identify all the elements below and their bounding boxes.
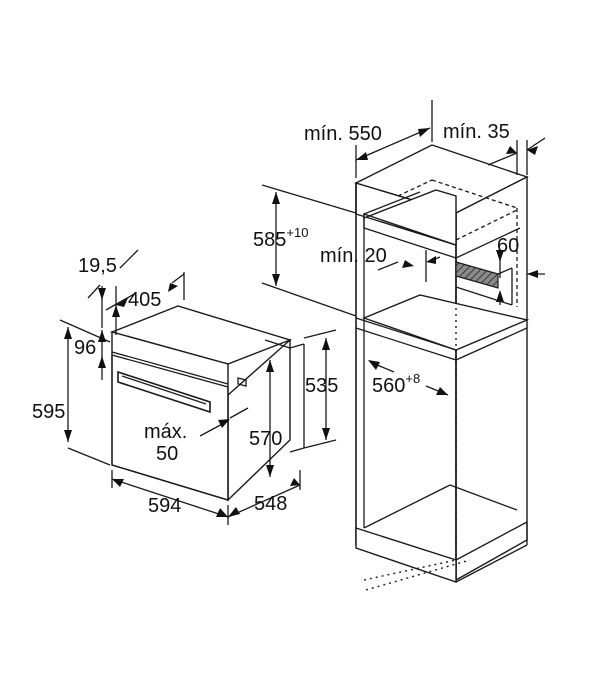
label-cabinet-min-side-gap: mín. 35	[443, 121, 510, 143]
oven-door	[111, 354, 229, 501]
label-niche-width: 560+8	[372, 371, 420, 397]
label-oven-height-front: 595	[32, 401, 65, 423]
label-front-panel-thickness: 19,5	[78, 255, 117, 277]
oven-side-panel	[227, 338, 291, 502]
label-niche-height-value: 585	[253, 229, 286, 251]
dimension-arrows	[64, 128, 538, 517]
dimension-lines	[59, 100, 546, 525]
label-niche-width-tolerance: +8	[405, 371, 420, 386]
oven-drawing	[109, 305, 305, 502]
label-niche-height-tolerance: +10	[286, 225, 308, 240]
label-oven-height-body: 570	[249, 428, 282, 450]
vent-opening	[455, 261, 499, 289]
label-oven-height-rear: 535	[305, 375, 338, 397]
label-vent-height: 60	[497, 235, 519, 257]
label-max-gap: máx.	[144, 421, 187, 443]
label-oven-depth-body: 405	[128, 289, 161, 311]
cabinet-drawing	[354, 144, 530, 591]
label-oven-width: 594	[148, 495, 181, 517]
label-top-panel-height: 96	[74, 337, 96, 359]
label-oven-depth-outer: 548	[254, 493, 287, 515]
oven-handle	[117, 370, 211, 414]
label-min-top-gap: mín. 20	[320, 245, 387, 267]
dimension-labels: 19,5 405 96 595 máx. 50 570 535 594 548 …	[32, 121, 519, 517]
label-niche-height: 585+10	[253, 225, 308, 251]
cabinet-middle-shelf	[362, 294, 530, 351]
cabinet-base	[355, 527, 457, 583]
label-cabinet-min-depth: mín. 550	[304, 123, 382, 145]
label-niche-width-value: 560	[372, 375, 405, 397]
label-max-gap-value: 50	[156, 443, 178, 465]
